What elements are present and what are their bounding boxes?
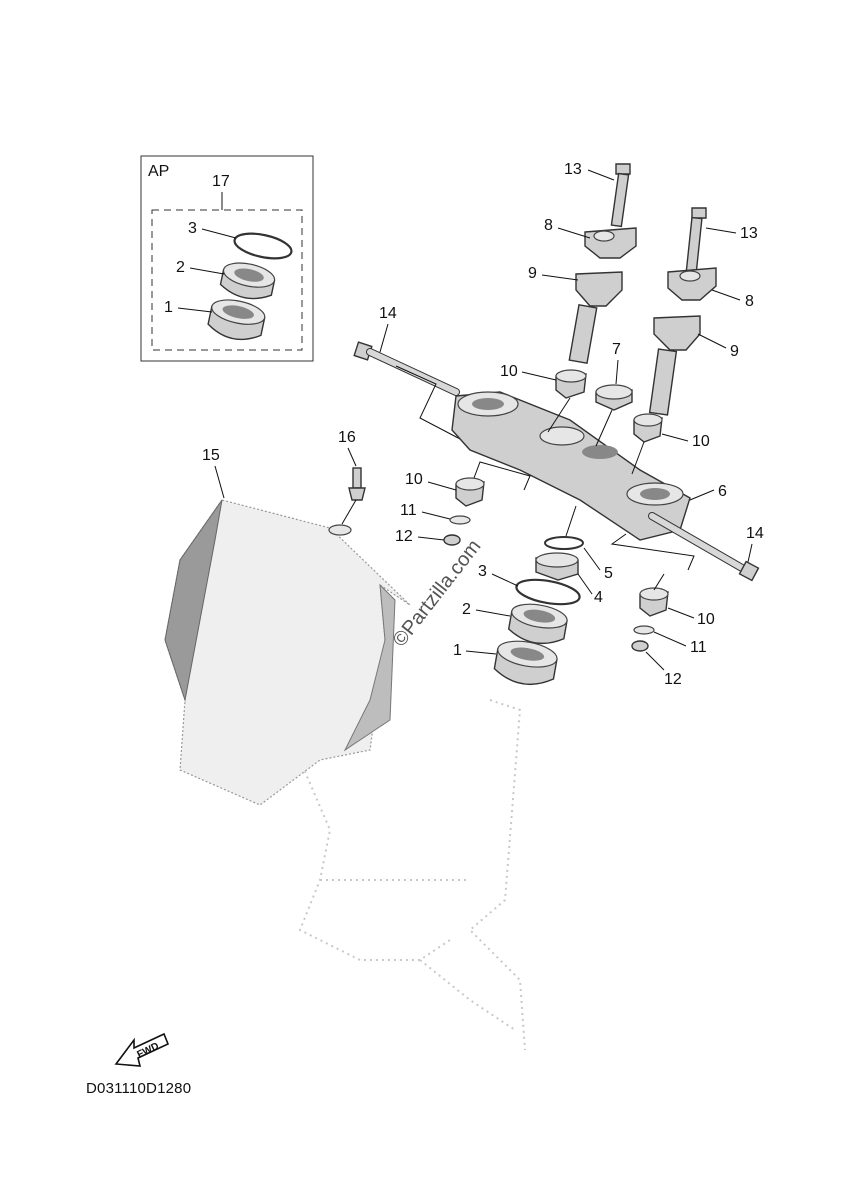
ap-race <box>219 262 276 300</box>
kit-number-label: 17 <box>212 173 230 190</box>
handlebar-holder-right <box>648 315 701 416</box>
ap-callout-1: 1 <box>164 299 173 316</box>
callout-11-right: 11 <box>690 639 707 656</box>
nut-lower <box>639 587 669 617</box>
callout-4: 4 <box>594 589 603 606</box>
callout-3: 3 <box>478 563 487 580</box>
ap-kit-label: AP <box>148 163 169 180</box>
callout-5: 5 <box>604 565 613 582</box>
frame-ghost-outline <box>298 699 526 1051</box>
handlebar-bolt-left <box>610 163 631 228</box>
seal-ring <box>515 578 581 606</box>
fwd-label: FWD <box>135 1041 160 1061</box>
collar <box>535 552 579 581</box>
washer-right <box>633 625 655 635</box>
pinch-bolt-left <box>353 341 460 396</box>
cap-right <box>631 640 649 652</box>
callout-11-left: 11 <box>400 502 417 519</box>
kit-group-frame <box>151 209 303 351</box>
callout-8-right: 8 <box>745 293 754 310</box>
callout-10-top: 10 <box>500 363 518 380</box>
callout-9-right: 9 <box>730 343 739 360</box>
drawing-code: D031110D1280 <box>86 1080 192 1097</box>
callout-2: 2 <box>462 601 471 618</box>
ap-kit-frame <box>140 155 314 362</box>
callout-13-top: 13 <box>564 161 582 178</box>
front-cover <box>164 499 411 806</box>
upper-bracket <box>451 391 691 541</box>
callout-12-right: 12 <box>664 671 682 688</box>
callout-10-lower: 10 <box>697 611 715 628</box>
cap-left <box>443 534 461 546</box>
nut-left <box>455 477 485 507</box>
washer-left <box>449 515 471 525</box>
callout-7: 7 <box>612 341 621 358</box>
watermark: ©Partzilla.com <box>389 536 486 651</box>
ap-seal-ring <box>233 232 293 260</box>
callout-1: 1 <box>453 642 462 659</box>
o-ring <box>544 536 584 550</box>
callout-8-left: 8 <box>544 217 553 234</box>
upper-clamp-left <box>584 227 637 259</box>
ap-callout-3: 3 <box>188 220 197 237</box>
stem-bolt <box>328 467 366 536</box>
handlebar-holder-left <box>568 271 623 364</box>
nut-top <box>555 369 587 399</box>
callout-10-right: 10 <box>692 433 710 450</box>
pinch-bolt-right <box>648 512 760 582</box>
callout-14-right: 14 <box>746 525 764 542</box>
nut-right <box>633 413 663 443</box>
handlebar-bolt-right <box>685 207 707 276</box>
race <box>507 603 568 645</box>
upper-clamp-right <box>667 267 717 301</box>
callout-15: 15 <box>202 447 220 464</box>
callout-14-left: 14 <box>379 305 397 322</box>
fwd-arrow-icon: FWD <box>114 1032 170 1067</box>
callout-16: 16 <box>338 429 356 446</box>
callout-6: 6 <box>718 483 727 500</box>
callout-12-left: 12 <box>395 528 413 545</box>
washer <box>595 384 633 411</box>
callout-13-right: 13 <box>740 225 758 242</box>
bearing <box>493 640 558 686</box>
ap-bearing <box>207 299 266 341</box>
callout-10-left: 10 <box>405 471 423 488</box>
callout-9-left: 9 <box>528 265 537 282</box>
ap-callout-2: 2 <box>176 259 185 276</box>
